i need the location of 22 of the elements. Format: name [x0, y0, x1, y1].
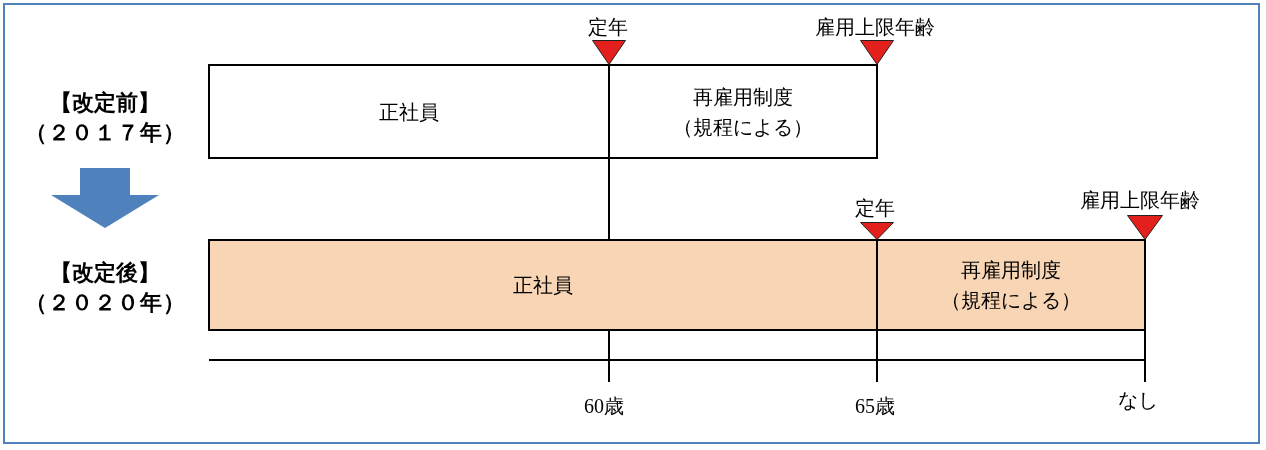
axis-tick-label: 65歳 — [855, 394, 895, 419]
marker-label: 雇用上限年齢 — [815, 15, 935, 40]
year-label: （２０２０年） — [24, 289, 186, 317]
axis-tick-label: 60歳 — [584, 394, 624, 419]
timeline-bar-segment — [208, 239, 878, 331]
marker-label: 定年 — [588, 15, 628, 40]
segment-title: 再雇用制度 — [961, 258, 1061, 283]
segment-note: （規程による） — [673, 114, 813, 140]
period-heading: 【改定前】 — [50, 89, 160, 117]
block-arrow — [51, 168, 159, 228]
timeline-bar-segment — [208, 64, 610, 159]
timeline-bar-segment — [876, 239, 1146, 331]
segment-note: （規程による） — [941, 288, 1081, 313]
axis-tick-label: なし — [1118, 388, 1158, 413]
segment-title: 正社員 — [513, 273, 573, 298]
marker-label: 定年 — [855, 196, 895, 221]
year-label: （２０１７年） — [24, 119, 186, 147]
segment-title: 再雇用制度 — [693, 84, 793, 110]
period-heading: 【改定後】 — [50, 259, 160, 287]
marker-label: 雇用上限年齢 — [1080, 188, 1200, 213]
segment-title: 正社員 — [379, 99, 439, 125]
timeline-bar-segment — [608, 64, 878, 159]
